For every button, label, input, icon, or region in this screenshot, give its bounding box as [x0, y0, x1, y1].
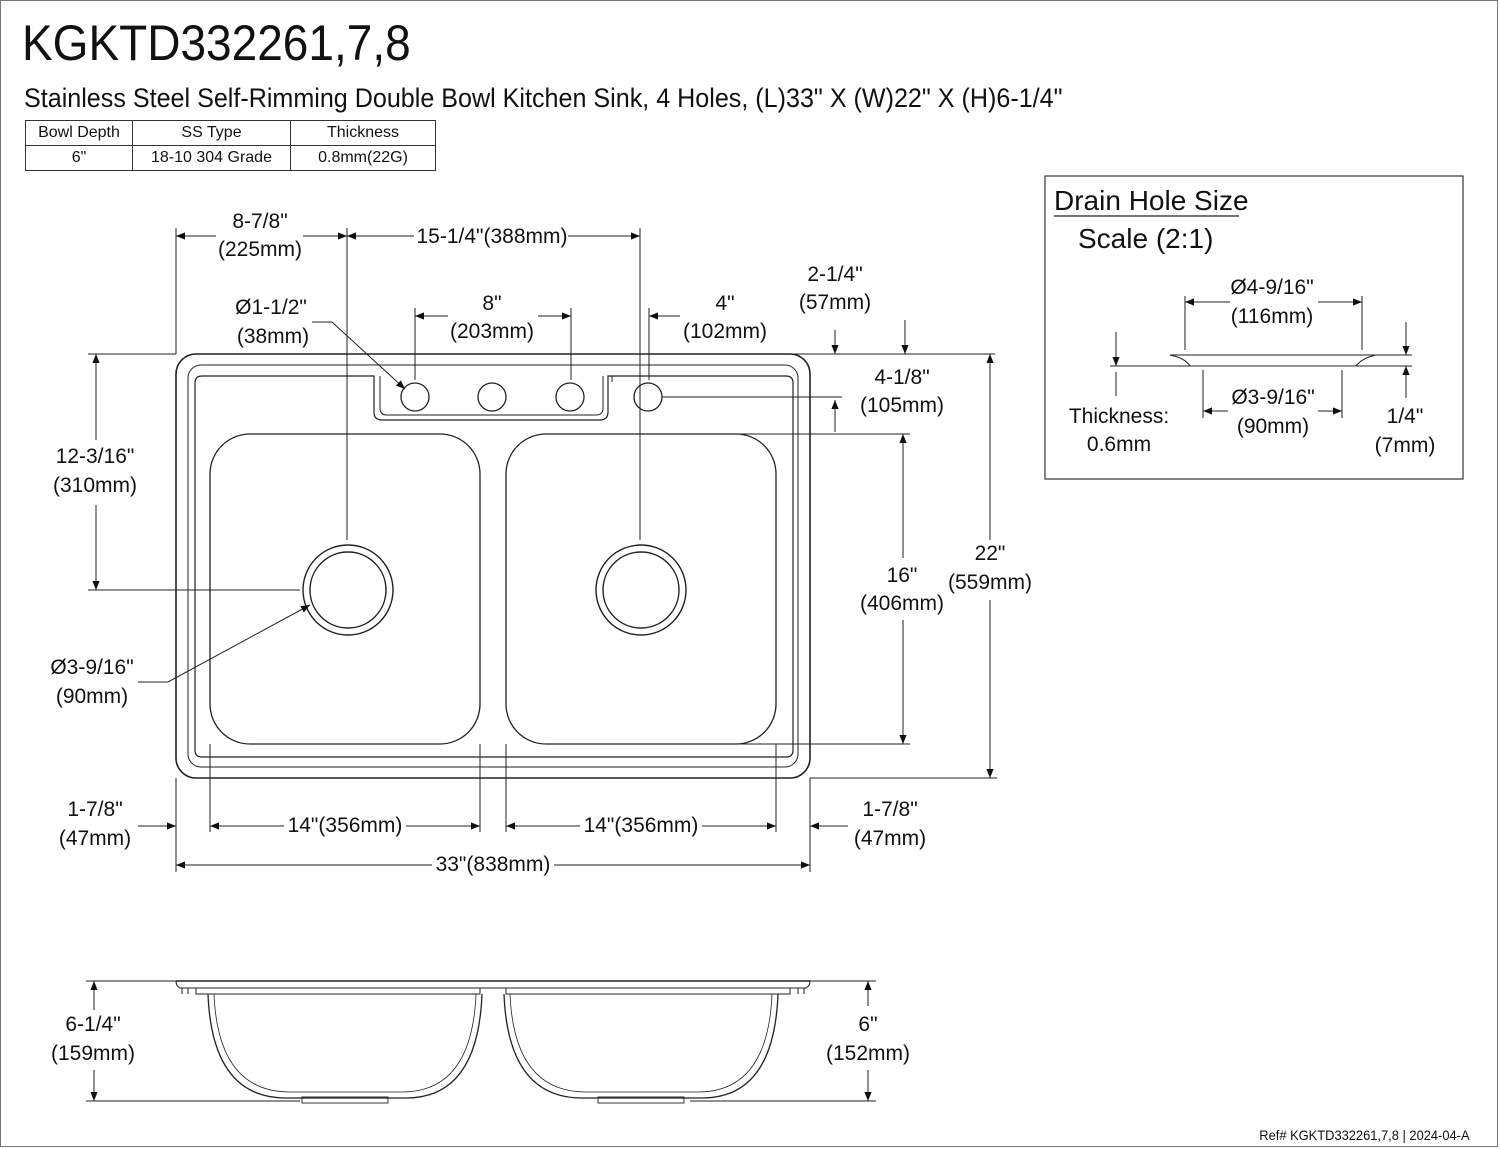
drain-thickness-label: Thickness: [1069, 405, 1169, 428]
dim-drain-dia-in: Ø3-9/16" [50, 656, 133, 679]
dim-side-rim-left-in: 1-7/8" [67, 798, 122, 821]
left-drain-inner [309, 551, 387, 629]
faucet-ledge [379, 376, 604, 416]
side-right-drain [597, 1096, 685, 1104]
side-right-bowl [503, 993, 779, 1099]
dim-drain-dia-mm: (90mm) [56, 685, 128, 708]
spec-header-bowl-depth: Bowl Depth [25, 120, 133, 146]
dim-drain-to-drain: 15-1/4"(388mm) [416, 225, 567, 248]
spec-value-thickness: 0.8mm(22G) [290, 145, 436, 171]
drain-detail-scale: Scale (2:1) [1078, 223, 1213, 254]
dim-bowl-width-right: 14"(356mm) [584, 814, 699, 837]
side-view [175, 980, 811, 1104]
dim-faucet-hole-dia-in: Ø1-1/2" [235, 296, 307, 319]
right-bowl [505, 433, 777, 745]
dim-side-rim-right-in: 1-7/8" [862, 798, 917, 821]
dim-hole-from-back-in: 4-1/8" [874, 366, 929, 389]
dim-accessory-mm: (102mm) [683, 320, 767, 343]
right-drain-inner [602, 551, 680, 629]
dim-overall-width-in: 22" [975, 542, 1006, 565]
drain-outer-dia-in: Ø4-9/16" [1230, 276, 1313, 299]
dim-side-rim-left-mm: (47mm) [59, 827, 131, 850]
reference-number: Ref# KGKTD332261,7,8 | 2024-04-A [1259, 1127, 1470, 1143]
faucet-hole-3 [555, 382, 585, 412]
sink-outer-rim [175, 353, 811, 779]
dim-left-edge-mm: (225mm) [218, 238, 302, 261]
side-view-labels: 6-1/4" (159mm) 6" (152mm) [51, 1013, 910, 1065]
dim-bowl-length-mm: (406mm) [860, 592, 944, 615]
dim-accessory-in: 4" [715, 292, 734, 315]
drain-detail-title: Drain Hole Size [1054, 185, 1249, 216]
dim-bowl-depth-in: 6" [858, 1013, 877, 1036]
top-view-labels: 8-7/8" (225mm) 15-1/4"(388mm) Ø1-1/2" (3… [50, 210, 1032, 876]
spec-table-value-row: 6" 18-10 304 Grade 0.8mm(22G) [25, 145, 436, 171]
sink-inner-rim [187, 364, 799, 768]
drain-depth-mm: (7mm) [1375, 434, 1436, 457]
top-view [175, 353, 811, 779]
drain-inner-dia-mm: (90mm) [1237, 415, 1309, 438]
dim-rim-width-mm: (57mm) [799, 291, 871, 314]
dim-back-to-drain-mm: (310mm) [53, 474, 137, 497]
spec-value-bowl-depth: 6" [25, 145, 133, 171]
deck-outline [194, 375, 794, 758]
dim-overall-height-in: 6-1/4" [65, 1013, 120, 1036]
side-view-dim-lines [86, 980, 876, 1102]
dim-side-rim-right-mm: (47mm) [854, 827, 926, 850]
dimension-lines [88, 228, 997, 872]
dim-overall-height-mm: (159mm) [51, 1042, 135, 1065]
drain-dim-lines [1112, 296, 1410, 418]
drain-thickness-value: 0.6mm [1087, 433, 1151, 456]
left-drain-outer [302, 544, 394, 636]
spec-table: Bowl Depth SS Type Thickness 6" 18-10 30… [25, 120, 436, 171]
right-drain-outer [595, 544, 687, 636]
drain-flange-profile [1110, 354, 1412, 367]
dim-left-edge-in: 8-7/8" [232, 210, 287, 233]
model-title: KGKTD332261,7,8 [22, 15, 411, 71]
drain-detail: Drain Hole Size Scale (2:1) [1044, 175, 1464, 480]
spec-table-header-row: Bowl Depth SS Type Thickness [25, 120, 436, 146]
dim-bowl-length-in: 16" [887, 564, 918, 587]
spec-value-ss-type: 18-10 304 Grade [132, 145, 291, 171]
left-bowl [209, 433, 481, 745]
faucet-hole-2 [477, 382, 507, 412]
product-subtitle: Stainless Steel Self-Rimming Double Bowl… [24, 83, 1063, 113]
drain-detail-box [1044, 175, 1464, 480]
dim-back-to-drain-in: 12-3/16" [56, 445, 135, 468]
side-left-bowl [207, 993, 483, 1099]
dim-faucet-hole-dia-mm: (38mm) [237, 325, 309, 348]
dim-overall-length: 33"(838mm) [436, 853, 551, 876]
drain-inner-dia-in: Ø3-9/16" [1231, 386, 1314, 409]
dim-bowl-depth-mm: (152mm) [826, 1042, 910, 1065]
dim-faucet-span-mm: (203mm) [450, 320, 534, 343]
dim-rim-width-in: 2-1/4" [807, 263, 862, 286]
drain-detail-labels: Ø4-9/16" (116mm) Ø3-9/16" (90mm) Thickne… [1069, 276, 1436, 457]
drain-outer-dia-mm: (116mm) [1231, 305, 1313, 328]
side-left-drain [301, 1096, 389, 1104]
dim-bowl-width-left: 14"(356mm) [288, 814, 403, 837]
dim-faucet-span-in: 8" [482, 292, 501, 315]
dim-hole-from-back-mm: (105mm) [860, 394, 944, 417]
drain-depth-in: 1/4" [1387, 405, 1424, 428]
dim-overall-width-mm: (559mm) [948, 571, 1032, 594]
accessory-hole [633, 382, 663, 412]
faucet-hole-1 [400, 382, 430, 412]
